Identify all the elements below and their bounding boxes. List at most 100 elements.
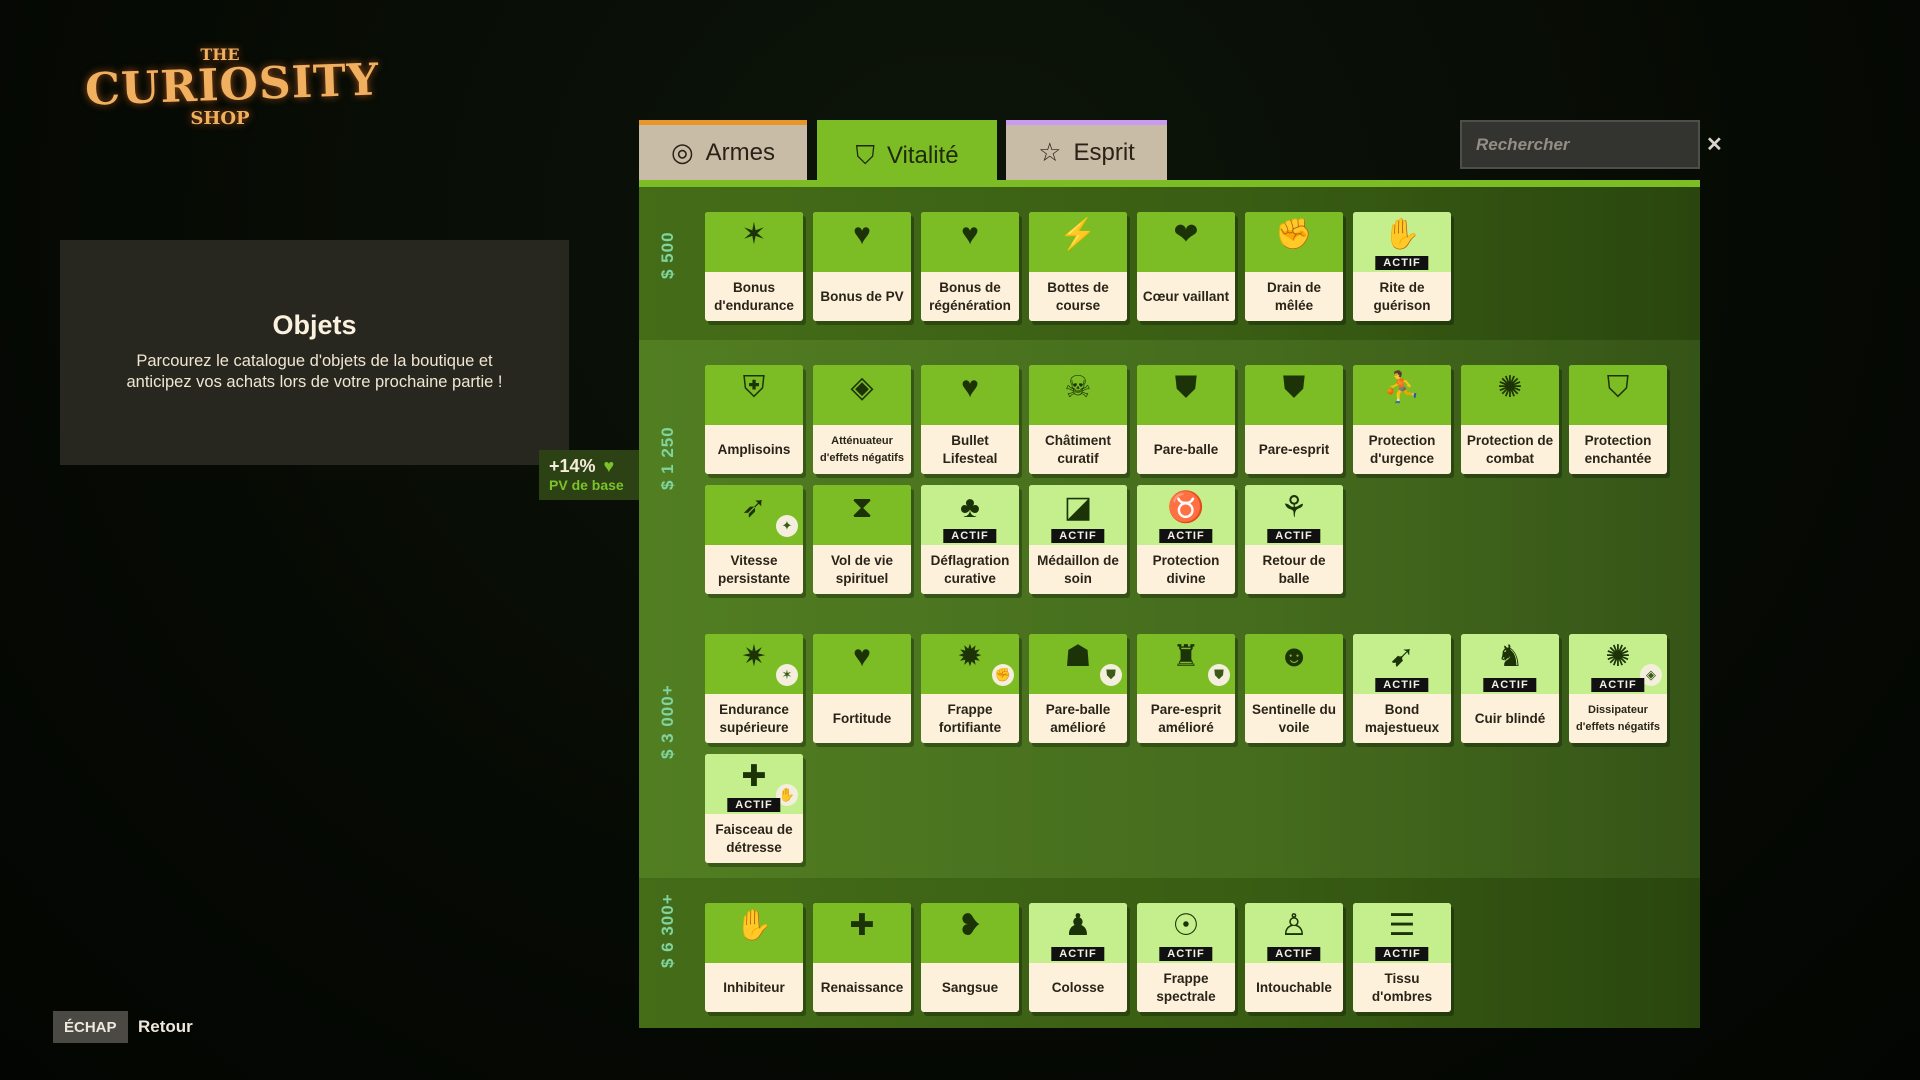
item-icon: ♉ xyxy=(1167,491,1205,524)
item-card[interactable]: ⛹Protection d'urgence xyxy=(1353,365,1451,474)
item-icon: ✋ xyxy=(735,909,773,942)
item-icon: ✚ xyxy=(849,909,875,942)
item-icon-area: ✺◈ACTIF xyxy=(1569,634,1667,694)
tier-price: $ 3 000+ xyxy=(658,683,677,759)
item-card[interactable]: ⛊ Pare-balle xyxy=(1137,365,1235,474)
item-card[interactable]: ✋Inhibiteur xyxy=(705,903,803,1012)
item-name: Pare-balle amélioré xyxy=(1045,701,1111,735)
item-card[interactable]: ❤Cœur vaillant xyxy=(1137,212,1235,321)
item-card[interactable]: ♥Bonus de PV xyxy=(813,212,911,321)
item-icon-area: ➹ACTIF xyxy=(1353,634,1451,694)
search-box: ✕ xyxy=(1460,120,1723,169)
item-icon: ❥ xyxy=(957,909,983,942)
item-card[interactable]: ➶✦Vitesse persistante xyxy=(705,485,803,594)
item-card[interactable]: ◈ Atténuateur d'effets négatifs xyxy=(813,365,911,474)
item-icon: ⛊ xyxy=(1174,371,1198,404)
item-card[interactable]: ⚡Bottes de course xyxy=(1029,212,1127,321)
item-card[interactable]: ⛊Pare-esprit xyxy=(1245,365,1343,474)
item-card[interactable]: ✹✊Frappe fortifiante xyxy=(921,634,1019,743)
item-icon-area: ⛨ xyxy=(705,365,803,425)
item-card[interactable]: ✺◈ACTIF Dissipateur d'effets négatifs xyxy=(1569,634,1667,743)
item-icon: ☻ xyxy=(1278,640,1310,673)
item-card[interactable]: ✊ Drain de mêlée xyxy=(1245,212,1343,321)
item-icon: ☗ xyxy=(1064,640,1092,673)
item-name: Protection enchantée xyxy=(1584,432,1652,466)
item-name: Pare-balle xyxy=(1153,441,1219,457)
tier-section: $ 500 ✶Bonus d'endurance ♥Bonus de PV ♥B… xyxy=(639,187,1700,340)
item-icon-area: ❥ xyxy=(921,903,1019,963)
item-icon-area: ➶✦ xyxy=(705,485,803,545)
item-icon: ☰ xyxy=(1388,909,1416,942)
clear-search-icon[interactable]: ✕ xyxy=(1706,134,1723,156)
tier-price-label: $ 3 000+ xyxy=(658,684,678,759)
item-card[interactable]: ☗⛊Pare-balle amélioré xyxy=(1029,634,1127,743)
item-card[interactable]: ♥Bullet Lifesteal xyxy=(921,365,1019,474)
logo-curiosity: CURIOSITY xyxy=(84,54,381,116)
item-card[interactable]: ✶Bonus d'endurance xyxy=(705,212,803,321)
item-name: Amplisoins xyxy=(717,441,791,457)
item-card[interactable]: ✺Protection de combat xyxy=(1461,365,1559,474)
item-card[interactable]: ✚Renaissance xyxy=(813,903,911,1012)
component-badge-icon: ⛊ xyxy=(1208,664,1230,686)
item-name: Dissipateur d'effets négatifs xyxy=(1576,703,1660,733)
item-card[interactable]: ☻Sentinelle du voile xyxy=(1245,634,1343,743)
escape-key-button[interactable]: ÉCHAP xyxy=(53,1011,128,1043)
search-input[interactable] xyxy=(1474,133,1706,156)
item-card[interactable]: ⧗ Vol de vie spirituel xyxy=(813,485,911,594)
item-card[interactable]: ♥Fortitude xyxy=(813,634,911,743)
tier-price: $ 1 250 xyxy=(658,425,677,490)
item-icon: ⧗ xyxy=(851,491,873,524)
tab-vitalite[interactable]: ⛉ Vitalité xyxy=(817,120,997,186)
item-icon: ◪ xyxy=(1063,491,1093,524)
item-icon-area: ⚡ xyxy=(1029,212,1127,272)
item-icon-area: ✊ xyxy=(1245,212,1343,272)
item-name: Bonus de PV xyxy=(820,288,904,304)
item-icon: ♣ xyxy=(960,491,980,524)
active-label: ACTIF xyxy=(1591,678,1645,692)
item-card[interactable]: ♥Bonus de régénération xyxy=(921,212,1019,321)
component-badge-icon: ✶ xyxy=(776,664,798,686)
item-grid: ✶Bonus d'endurance ♥Bonus de PV ♥Bonus d… xyxy=(705,212,1685,321)
item-icon: ☠ xyxy=(1064,371,1092,404)
item-name: Protection divine xyxy=(1152,552,1220,586)
item-name: Drain de mêlée xyxy=(1266,279,1321,313)
tab-armes[interactable]: ◎ Armes xyxy=(639,120,807,180)
item-card[interactable]: ♞ACTIF Cuir blindé xyxy=(1461,634,1559,743)
item-icon-area: ♞ACTIF xyxy=(1461,634,1559,694)
item-card[interactable]: ✷✶Endurance supérieure xyxy=(705,634,803,743)
tab-esprit[interactable]: ☆ Esprit xyxy=(1006,120,1167,180)
item-icon: ☉ xyxy=(1172,909,1200,942)
item-icon: ⚡ xyxy=(1059,218,1097,251)
item-name: Vol de vie spirituel xyxy=(830,552,894,586)
item-grid: ⛨ Amplisoins ◈ Atténuateur d'effets négati… xyxy=(705,365,1685,594)
item-icon-area: ◈ xyxy=(813,365,911,425)
item-card[interactable]: ⛨ Amplisoins xyxy=(705,365,803,474)
item-card[interactable]: ☠Châtiment curatif xyxy=(1029,365,1127,474)
tier-price: $ 500 xyxy=(658,230,677,279)
item-name: Tissu d'ombres xyxy=(1371,970,1433,1004)
active-label: ACTIF xyxy=(1051,529,1105,543)
back-button[interactable]: Retour xyxy=(138,1017,193,1036)
item-card[interactable]: ❥Sangsue xyxy=(921,903,1019,1012)
item-icon-area: ✶ xyxy=(705,212,803,272)
item-grid: ✷✶Endurance supérieure ♥Fortitude ✹✊Frap… xyxy=(705,634,1685,863)
item-icon: ✹ xyxy=(957,640,983,673)
item-name: Atténuateur d'effets négatifs xyxy=(820,434,904,464)
item-icon-area: ⛊ xyxy=(1245,365,1343,425)
item-icon: ♜ xyxy=(1172,640,1200,673)
item-card[interactable]: ⛉Protection enchantée xyxy=(1569,365,1667,474)
item-icon-area: ♥ xyxy=(921,212,1019,272)
item-card[interactable]: ♜⛊Pare-esprit amélioré xyxy=(1137,634,1235,743)
item-name: Cuir blindé xyxy=(1474,710,1546,726)
